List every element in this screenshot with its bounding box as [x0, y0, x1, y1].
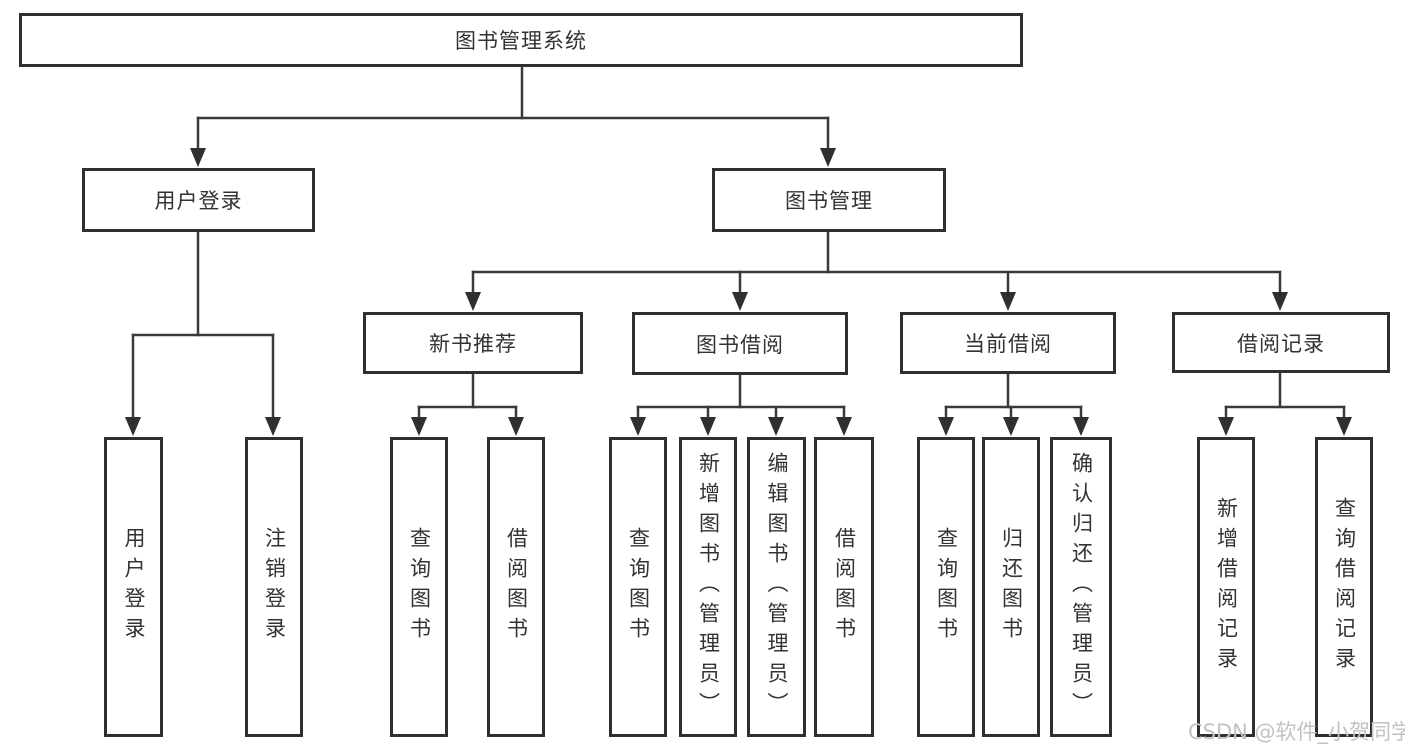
leaf-borrow-query-label: 查询图书: [626, 527, 651, 647]
leaf-records-query-label: 查询借阅记录: [1332, 497, 1357, 677]
leaf-records-query: 查询借阅记录: [1315, 437, 1373, 737]
node-book-management-label: 图书管理: [785, 189, 873, 213]
node-borrow-records: 借阅记录: [1172, 312, 1390, 373]
arrowhead: [1218, 417, 1234, 436]
arrowhead: [1003, 417, 1019, 436]
arrowhead: [1073, 417, 1089, 436]
arrowhead: [630, 417, 646, 436]
node-current-borrow-label: 当前借阅: [964, 332, 1052, 356]
leaf-records-add: 新增借阅记录: [1197, 437, 1255, 737]
arrowhead: [265, 417, 281, 436]
leaf-newbooks-query: 查询图书: [390, 437, 448, 737]
arrowhead: [1000, 292, 1016, 311]
leaf-current-query-label: 查询图书: [934, 527, 959, 647]
leaf-newbooks-borrow-label: 借阅图书: [504, 527, 529, 647]
leaf-borrow-book: 借阅图书: [814, 437, 874, 737]
leaf-borrow-query: 查询图书: [609, 437, 667, 737]
node-borrow-records-label: 借阅记录: [1237, 331, 1325, 356]
node-user-login-label: 用户登录: [154, 189, 243, 213]
arrowhead: [1272, 292, 1288, 311]
arrowhead: [190, 148, 206, 167]
leaf-newbooks-query-label: 查询图书: [407, 527, 432, 647]
arrowhead: [465, 292, 481, 311]
csdn-watermark: CSDN @软件_小贺同学: [1188, 720, 1405, 744]
leaf-borrow-edit-admin: 编辑图书（管理员）: [747, 437, 806, 737]
arrowhead: [1336, 417, 1352, 436]
node-book-borrow: 图书借阅: [632, 312, 848, 375]
leaf-records-add-label: 新增借阅记录: [1214, 497, 1239, 677]
leaf-borrow-add-admin-label: 新增图书（管理员）: [696, 452, 721, 722]
node-library-system-label: 图书管理系统: [455, 29, 587, 53]
leaf-borrow-add-admin: 新增图书（管理员）: [679, 437, 737, 737]
arrowhead: [125, 417, 141, 436]
arrowhead: [411, 417, 427, 436]
node-new-book-recommend-label: 新书推荐: [429, 332, 517, 356]
leaf-user-login-label: 用户登录: [122, 527, 146, 647]
leaf-borrow-book-label: 借阅图书: [832, 527, 857, 647]
leaf-newbooks-borrow: 借阅图书: [487, 437, 545, 737]
node-user-login: 用户登录: [82, 168, 315, 232]
arrowhead: [820, 148, 836, 167]
leaf-user-login: 用户登录: [104, 437, 163, 737]
leaf-current-return-label: 归还图书: [999, 527, 1024, 647]
node-current-borrow: 当前借阅: [900, 312, 1116, 374]
arrowhead: [700, 417, 716, 436]
node-library-system: 图书管理系统: [19, 13, 1023, 67]
node-book-management: 图书管理: [712, 168, 946, 232]
leaf-logout-label: 注销登录: [262, 527, 287, 647]
leaf-current-confirm-admin: 确认归还（管理员）: [1050, 437, 1112, 737]
leaf-current-return: 归还图书: [982, 437, 1040, 737]
leaf-current-confirm-admin-label: 确认归还（管理员）: [1069, 452, 1094, 722]
arrowhead: [508, 417, 524, 436]
node-new-book-recommend: 新书推荐: [363, 312, 583, 374]
arrowhead: [768, 417, 784, 436]
leaf-current-query: 查询图书: [917, 437, 975, 737]
arrowhead: [836, 417, 852, 436]
node-book-borrow-label: 图书借阅: [696, 332, 784, 357]
arrowhead: [732, 292, 748, 311]
leaf-borrow-edit-admin-label: 编辑图书（管理员）: [765, 452, 789, 722]
leaf-logout: 注销登录: [245, 437, 303, 737]
arrowhead: [938, 417, 954, 436]
